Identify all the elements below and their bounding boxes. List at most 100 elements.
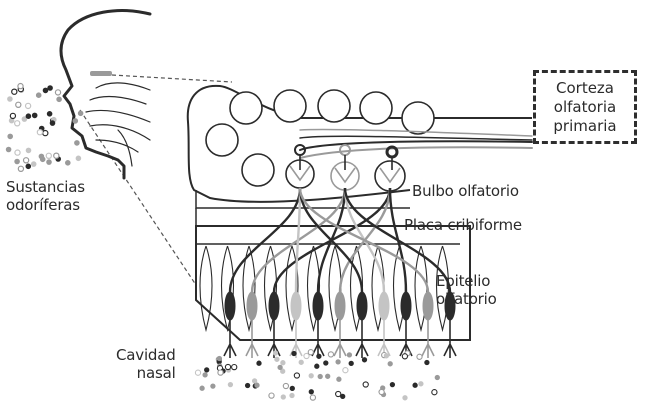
odorant-particle — [310, 395, 315, 400]
odorant-particle — [8, 97, 12, 101]
odorant-particle — [54, 153, 59, 158]
odorant-particle — [273, 351, 277, 355]
odorant-particle — [26, 164, 30, 168]
receptor-neuron-body — [401, 292, 411, 320]
receptor-neuron-body — [423, 292, 433, 320]
nasal-cavity-label: Cavidad nasal — [116, 346, 176, 382]
odorant-particle — [290, 386, 294, 390]
odorant-particle — [363, 382, 368, 387]
odorant-particle — [278, 365, 282, 369]
odorant-particle — [281, 395, 285, 399]
odorant-particle — [41, 157, 45, 161]
odorant-particle — [419, 382, 423, 386]
odorant-particle — [76, 156, 80, 160]
odorant-particle — [337, 377, 341, 381]
bulb-cell — [360, 92, 392, 124]
receptor-neuron-body — [313, 292, 323, 320]
odorant-particle — [43, 131, 48, 136]
odorant-particle — [328, 352, 333, 357]
odorant-particle — [26, 103, 31, 108]
odorant-particle — [417, 354, 422, 359]
bulb-cells — [206, 90, 434, 186]
odorant-particle — [26, 148, 30, 152]
receptor-neuron-body — [269, 292, 279, 320]
odorant-particle — [73, 119, 77, 123]
odorant-particle — [275, 357, 279, 361]
odorants-label: Sustancias odoríferas — [6, 178, 85, 214]
odorant-particle — [324, 361, 328, 365]
odorant-particle — [384, 354, 388, 358]
odorant-particle — [257, 361, 261, 365]
odorant-particle — [379, 389, 384, 394]
cribriform-plate-label: Placa cribiforme — [404, 216, 522, 234]
odorant-particle — [33, 113, 37, 117]
odorant-particle — [8, 134, 12, 138]
bulb-label: Bulbo olfatorio — [412, 182, 519, 200]
receptor-neuron-body — [357, 292, 367, 320]
head-profile-icon — [61, 11, 150, 178]
epithelium-label: Epitelio olfatorio — [436, 272, 497, 308]
odorant-particle — [43, 88, 47, 92]
odorant-particles-icon — [195, 350, 439, 401]
bulb-cell — [206, 124, 238, 156]
odorant-particle — [425, 360, 429, 364]
odorant-particle — [55, 90, 60, 95]
odorant-particle — [309, 390, 313, 394]
bulb-cell — [274, 90, 306, 122]
odorant-particle — [390, 383, 394, 387]
odorant-particle — [281, 361, 285, 365]
odorant-particle — [349, 361, 353, 365]
odorant-particle — [217, 356, 221, 360]
odorant-particle — [403, 396, 407, 400]
odorant-particle — [37, 93, 41, 97]
odorant-particle — [218, 370, 223, 375]
odorant-particle — [413, 383, 417, 387]
odorant-particle — [18, 84, 23, 89]
odorant-particle — [253, 379, 257, 383]
odorant-particle — [299, 360, 303, 364]
odorant-particle — [195, 370, 200, 375]
odorant-particle — [200, 386, 204, 390]
bulb-cell — [402, 102, 434, 134]
odorant-particle — [16, 102, 21, 107]
odorant-particle — [304, 353, 309, 358]
odorant-particle — [47, 112, 51, 116]
odorant-particle — [228, 383, 232, 387]
odorant-particle — [318, 374, 322, 378]
odorant-particle — [48, 86, 52, 90]
odorant-particle — [290, 393, 294, 397]
cortex-label: Corteza olfatoria primaria — [553, 79, 616, 136]
bulb-cell — [242, 154, 274, 186]
odorant-particle — [309, 374, 313, 378]
zoom-line-bottom — [80, 110, 196, 285]
odorant-particle — [24, 158, 29, 163]
odorant-particle — [246, 383, 250, 387]
odorant-particle — [50, 121, 54, 125]
receptor-neuron-body — [335, 292, 345, 320]
receptor-neuron-body — [291, 292, 301, 320]
odorant-particle — [66, 161, 70, 165]
odorant-particle — [6, 147, 10, 151]
odorant-particle — [22, 117, 26, 121]
odorant-particle — [205, 368, 209, 372]
odorant-particle — [12, 89, 17, 94]
bulb-cell — [230, 92, 262, 124]
odorant-particle — [326, 374, 330, 378]
odorant-particle — [317, 354, 321, 358]
odorant-particle — [294, 373, 299, 378]
odorant-particle — [255, 383, 259, 387]
odorant-particle — [15, 121, 20, 126]
odorant-particle — [32, 162, 36, 166]
odorant-particle — [78, 111, 82, 115]
odorant-particle — [269, 393, 274, 398]
odorant-particle — [308, 350, 313, 355]
odorant-particle — [347, 353, 351, 357]
odorant-particle — [47, 160, 51, 164]
receptor-neuron-body — [379, 292, 389, 320]
odorant-particle — [336, 360, 340, 364]
odorant-particle — [211, 384, 215, 388]
odorant-particle — [15, 159, 19, 163]
odorant-particle — [203, 373, 207, 377]
odorant-particle — [232, 365, 237, 370]
